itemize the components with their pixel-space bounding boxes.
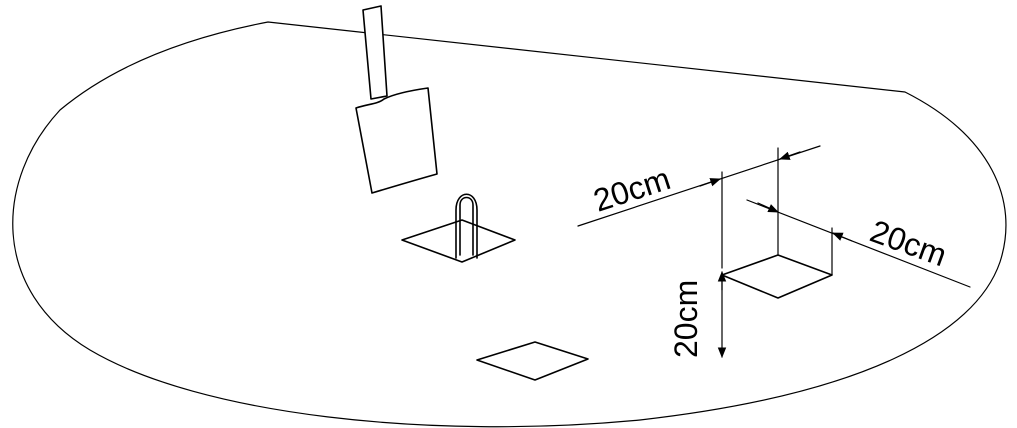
spade-icon [355,5,438,194]
sampling-hole-with-probe [401,193,516,263]
sampling-hole [476,341,589,381]
dimension-depth: 20cm [668,270,727,359]
field-outline [12,21,1007,428]
dimension-width-label: 20cm [589,160,675,218]
dimensioned-sampling-hole [721,147,833,299]
dimension-depth-label: 20cm [668,280,704,358]
dimension-length-label: 20cm [866,213,952,274]
